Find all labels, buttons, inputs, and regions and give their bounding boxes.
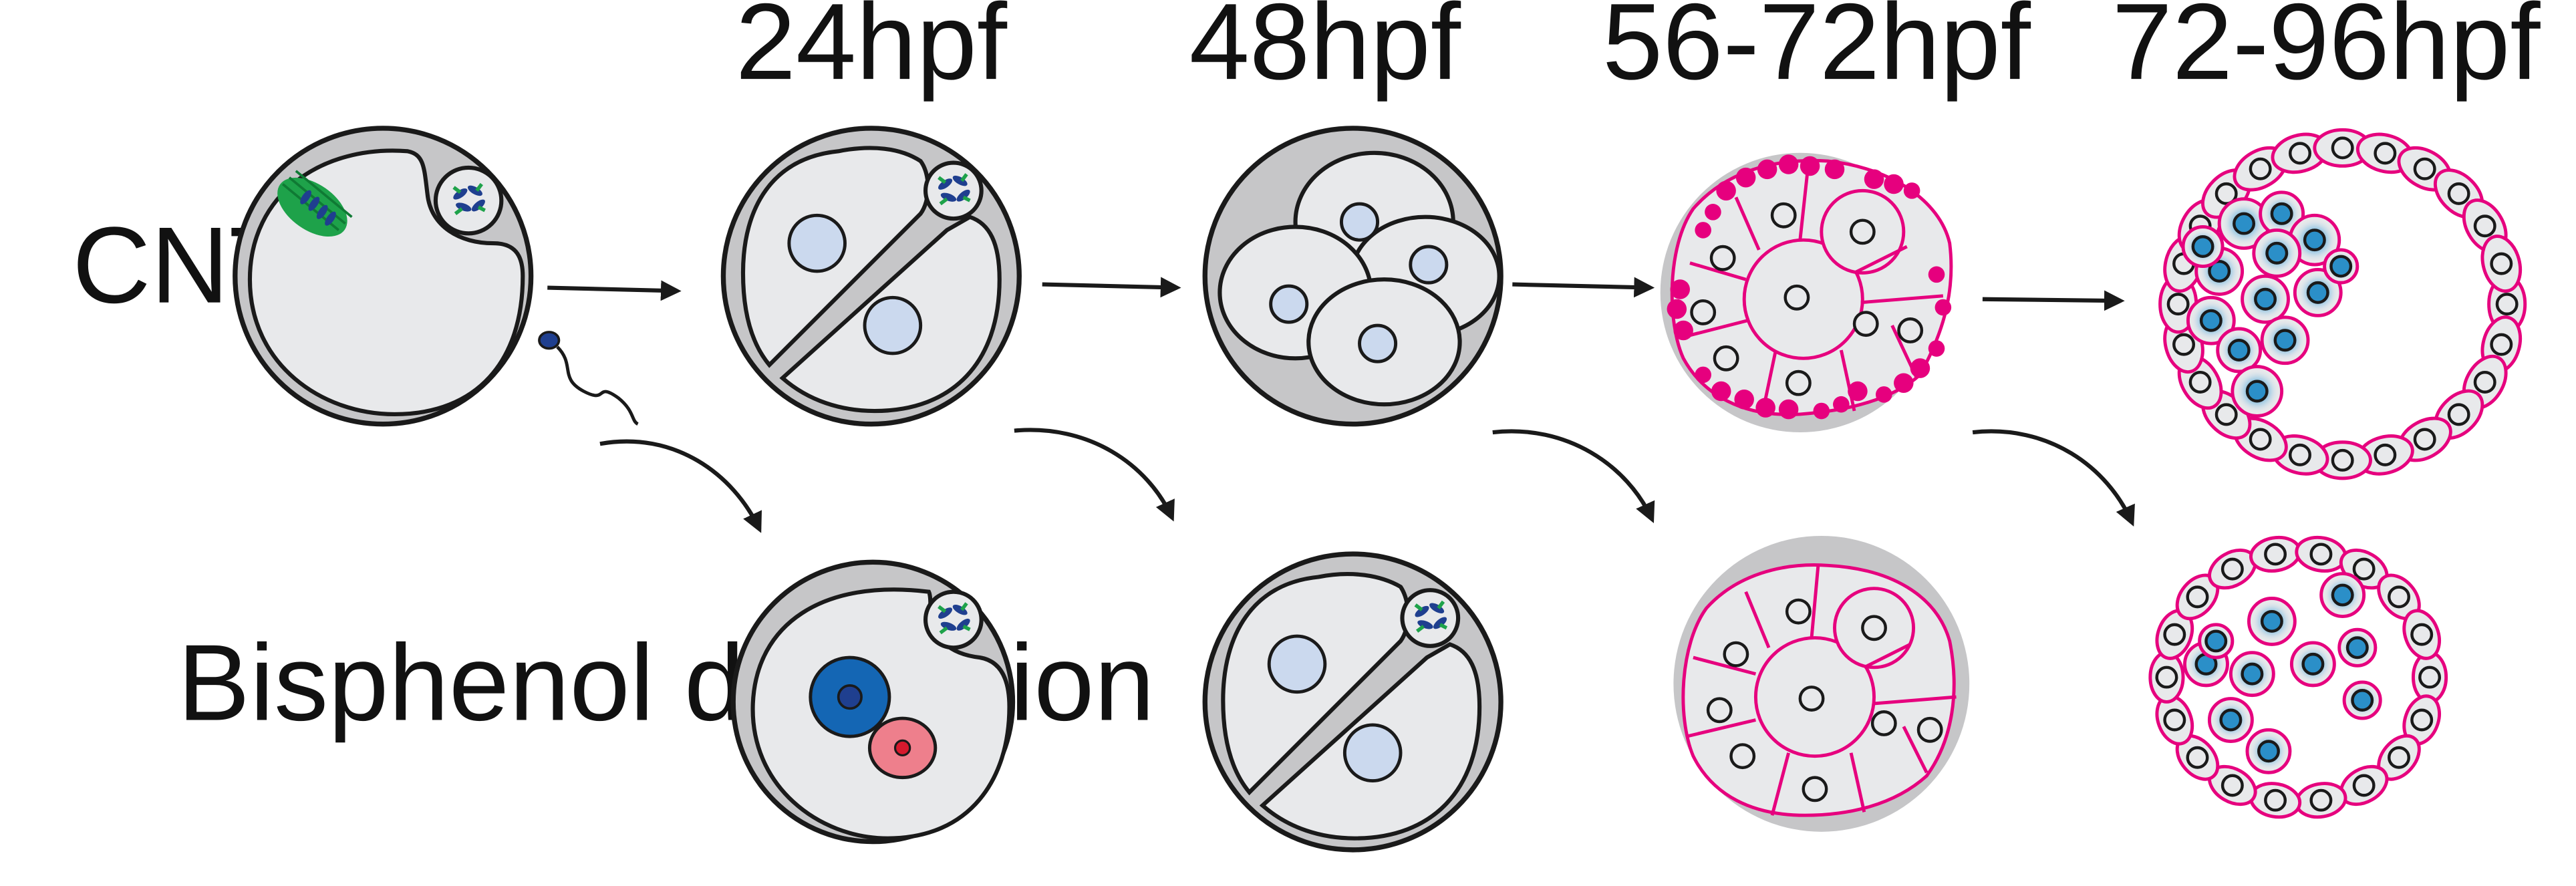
icm-nucleus xyxy=(2303,229,2326,252)
icm-nucleus xyxy=(2351,689,2374,712)
trophectoderm-nucleus xyxy=(2214,403,2238,426)
trophectoderm-nucleus xyxy=(2413,157,2436,180)
trophectoderm-nucleus xyxy=(2249,428,2272,451)
trophectoderm-nucleus xyxy=(2163,708,2186,732)
oocyte xyxy=(233,126,534,427)
arrow-control-3 xyxy=(1512,277,1655,298)
trophectoderm-nucleus xyxy=(2264,788,2287,812)
polar-body xyxy=(433,165,504,236)
trophectoderm-nucleus xyxy=(2214,182,2238,205)
trophectoderm-nucleus xyxy=(2418,666,2442,689)
icm-nucleus xyxy=(2241,662,2264,686)
stage-label-24hpf: 24hpf xyxy=(736,0,1008,102)
control-72-96hpf-blastocyst xyxy=(2158,128,2527,480)
trophectoderm-nucleus xyxy=(2289,443,2311,466)
trophectoderm-nucleus xyxy=(2352,774,2376,797)
icm-nucleus xyxy=(2219,708,2243,732)
trophectoderm-nucleus xyxy=(2289,142,2311,165)
trophectoderm-nucleus xyxy=(2410,623,2434,646)
icm-nucleus xyxy=(2345,636,2369,659)
trophectoderm-nucleus xyxy=(2410,708,2434,732)
trophectoderm-nucleus xyxy=(2163,623,2186,646)
icm-nucleus xyxy=(2265,241,2289,265)
icm-nucleus xyxy=(2329,255,2353,278)
trophectoderm-nucleus xyxy=(2155,666,2178,689)
arrow-control-4 xyxy=(1982,290,2125,311)
arrow-disruption-3 xyxy=(1492,429,1655,523)
trophectoderm-nucleus xyxy=(2172,333,2196,356)
icm-nucleus xyxy=(2257,740,2280,763)
icm-nucleus xyxy=(2273,329,2297,352)
trophectoderm-nucleus xyxy=(2188,371,2212,394)
control-56-72hpf-compacting-embryo xyxy=(1660,152,1953,433)
arrows xyxy=(547,277,2135,533)
trophectoderm-nucleus xyxy=(2221,557,2244,581)
sperm-icon xyxy=(538,331,639,426)
icm-nucleus xyxy=(2260,609,2283,633)
arrow-disruption-4 xyxy=(1972,429,2135,527)
icm-nucleus xyxy=(2306,281,2329,304)
trophectoderm-nucleus xyxy=(2374,142,2397,165)
icm-nucleus xyxy=(2254,287,2277,311)
abnormal-pronucleus-pink xyxy=(867,716,938,780)
trophectoderm-nucleus xyxy=(2473,371,2496,394)
icm-nucleus xyxy=(2331,583,2354,607)
abnormal-pronucleus-blue xyxy=(809,655,891,738)
icm-nucleus xyxy=(2204,629,2228,653)
meiotic-spindle-icon xyxy=(277,170,353,237)
trophectoderm-nucleus xyxy=(2309,543,2333,566)
icm-nucleus xyxy=(2270,202,2293,225)
arrow-disruption-2 xyxy=(1014,428,1175,522)
trophectoderm-nucleus xyxy=(2447,403,2470,426)
icm-nucleus xyxy=(2301,652,2325,676)
icm-nucleus xyxy=(2245,380,2269,403)
disruption-72-96hpf-blastocyst xyxy=(2148,535,2448,819)
icm-nucleus xyxy=(2191,235,2214,258)
control-24hpf-two-cell-embryo xyxy=(720,126,1022,427)
disruption-24hpf-abnormal-embryo xyxy=(730,559,1016,845)
arrow-control-1 xyxy=(547,280,682,301)
trophectoderm-nucleus xyxy=(2490,252,2513,275)
trophectoderm-nucleus xyxy=(2331,136,2354,160)
trophectoderm-nucleus xyxy=(2447,182,2470,205)
trophectoderm-nucleus xyxy=(2249,157,2272,180)
stage-label-72-96hpf: 72-96hpf xyxy=(2112,0,2541,102)
control-48hpf-four-cell-embryo xyxy=(1202,126,1504,427)
trophectoderm-nucleus xyxy=(2473,214,2496,238)
trophectoderm-nucleus xyxy=(2388,585,2410,609)
trophectoderm-nucleus xyxy=(2264,543,2287,566)
trophectoderm-nucleus xyxy=(2166,293,2190,316)
arrow-control-2 xyxy=(1042,277,1181,298)
trophectoderm-nucleus xyxy=(2413,428,2436,451)
trophectoderm-nucleus xyxy=(2490,333,2513,356)
magenta-membrane-marker xyxy=(1667,154,1952,420)
icm-nucleus xyxy=(2199,309,2223,332)
trophectoderm-nucleus xyxy=(2374,443,2397,466)
trophectoderm-nucleus xyxy=(2388,746,2410,769)
trophectoderm-nucleus xyxy=(2331,448,2354,472)
stage-label-48hpf: 48hpf xyxy=(1189,0,1461,102)
trophectoderm-nucleus xyxy=(2186,746,2209,769)
icm-nucleus xyxy=(2227,339,2251,361)
trophectoderm-nucleus xyxy=(2352,557,2376,581)
disruption-56-72hpf-compacting-embryo xyxy=(1673,535,1970,832)
disruption-48hpf-two-cell-embryo xyxy=(1202,551,1504,853)
icm-nucleus xyxy=(2233,212,2256,235)
trophectoderm-nucleus xyxy=(2221,774,2244,797)
stage-label-56-72hpf: 56-72hpf xyxy=(1602,0,2031,102)
trophectoderm-nucleus xyxy=(2186,585,2209,609)
trophectoderm-nucleus xyxy=(2495,293,2519,316)
trophectoderm-nucleus xyxy=(2309,788,2333,812)
icm-nucleus xyxy=(2208,259,2231,283)
arrow-disruption-1 xyxy=(599,439,762,533)
